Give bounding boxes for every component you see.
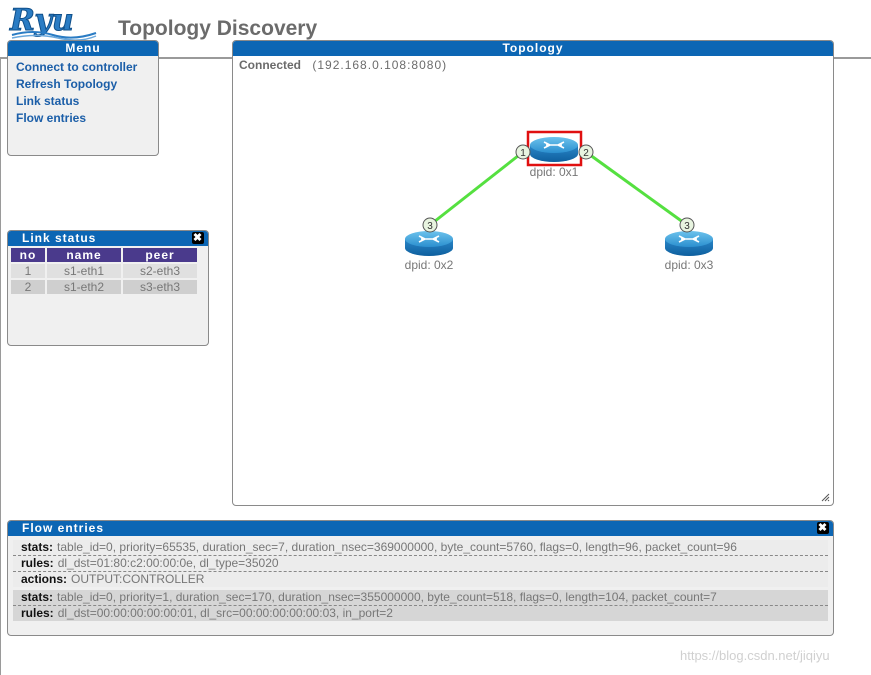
close-icon[interactable]: ✖ [817, 522, 829, 534]
cell-name: s1-eth1 [47, 264, 121, 278]
table-row: 2 s1-eth2 s3-eth3 [11, 280, 197, 294]
cell-peer: s3-eth3 [123, 280, 197, 294]
switch-0x2[interactable]: dpid: 0x2 [404, 230, 454, 272]
ryu-logo: Ryu [9, 3, 97, 40]
svg-text:1: 1 [520, 148, 526, 159]
menu-item-refresh-topology[interactable]: Refresh Topology [16, 77, 118, 91]
topology-canvas[interactable]: dpid: 0x1 dpid: 0x2 dpid: 0x3 1 2 3 3 [233, 41, 833, 505]
port-badge-s1-2: 2 [578, 144, 594, 160]
column-header-peer: peer [123, 248, 197, 262]
flow-entries-title-text: Flow entries [22, 521, 105, 535]
flow-entry: stats:table_id=0, priority=1, duration_s… [13, 590, 828, 621]
topology-panel-title: Topology [233, 41, 833, 56]
switch-0x3[interactable]: dpid: 0x3 [664, 230, 714, 272]
link-status-panel-title: Link status ✖ [8, 231, 208, 246]
port-badge-s2-3: 3 [422, 217, 438, 233]
link-s1-s3 [585, 150, 688, 227]
link-status-title-text: Link status [22, 231, 97, 245]
svg-text:3: 3 [684, 221, 690, 232]
link-status-panel: Link status ✖ no name peer 1 s1-eth1 s2-… [7, 230, 209, 346]
switch-0x1[interactable]: dpid: 0x1 [526, 130, 583, 179]
watermark: https://blog.csdn.net/jiqiyu [680, 648, 830, 663]
menu-item-connect-to-controller[interactable]: Connect to controller [16, 60, 138, 74]
flow-actions: actions:OUTPUT:CONTROLLER [13, 572, 828, 587]
resize-grip-icon[interactable] [820, 492, 830, 502]
link-status-table: no name peer 1 s1-eth1 s2-eth3 2 s1-eth2… [9, 246, 199, 296]
cell-peer: s2-eth3 [123, 264, 197, 278]
flow-list: stats:table_id=0, priority=65535, durati… [8, 536, 833, 621]
menu-panel: Menu Connect to controller Refresh Topol… [7, 40, 159, 156]
connection-status: Connected (192.168.0.108:8080) [239, 58, 447, 72]
flow-stats: stats:table_id=0, priority=1, duration_s… [13, 590, 828, 606]
menu-item-flow-entries[interactable]: Flow entries [16, 111, 87, 125]
cell-no: 2 [11, 280, 45, 294]
table-row: 1 s1-eth1 s2-eth3 [11, 264, 197, 278]
svg-text:Ryu: Ryu [9, 3, 74, 38]
flow-stats: stats:table_id=0, priority=65535, durati… [13, 540, 828, 556]
column-header-name: name [47, 248, 121, 262]
flow-entry: stats:table_id=0, priority=65535, durati… [13, 540, 828, 587]
menu-list: Connect to controller Refresh Topology L… [8, 56, 158, 127]
table-header-row: no name peer [11, 248, 197, 262]
flow-entries-panel-title: Flow entries ✖ [8, 521, 833, 536]
close-icon[interactable]: ✖ [192, 232, 204, 244]
switch-label: dpid: 0x3 [665, 258, 714, 272]
flow-rules: rules:dl_dst=00:00:00:00:00:01, dl_src=0… [13, 606, 828, 621]
switch-label: dpid: 0x2 [405, 258, 454, 272]
switch-label: dpid: 0x1 [530, 165, 579, 179]
topology-panel: Topology Connected (192.168.0.108:8080) [232, 40, 834, 506]
port-badge-s3-3: 3 [679, 217, 695, 233]
connection-state: Connected [239, 58, 302, 72]
flow-entries-panel: Flow entries ✖ stats:table_id=0, priorit… [7, 520, 834, 636]
flow-rules: rules:dl_dst=01:80:c2:00:00:0e, dl_type=… [13, 556, 828, 572]
controller-address: (192.168.0.108:8080) [312, 58, 448, 72]
cell-no: 1 [11, 264, 45, 278]
app-title: Topology Discovery [118, 17, 318, 40]
menu-panel-title: Menu [8, 41, 158, 56]
link-s1-s2 [429, 150, 524, 227]
svg-text:2: 2 [583, 148, 589, 159]
menu-item-link-status[interactable]: Link status [16, 94, 80, 108]
port-badge-s1-1: 1 [515, 144, 531, 160]
svg-text:3: 3 [427, 221, 433, 232]
left-divider [0, 59, 1, 675]
cell-name: s1-eth2 [47, 280, 121, 294]
column-header-no: no [11, 248, 45, 262]
